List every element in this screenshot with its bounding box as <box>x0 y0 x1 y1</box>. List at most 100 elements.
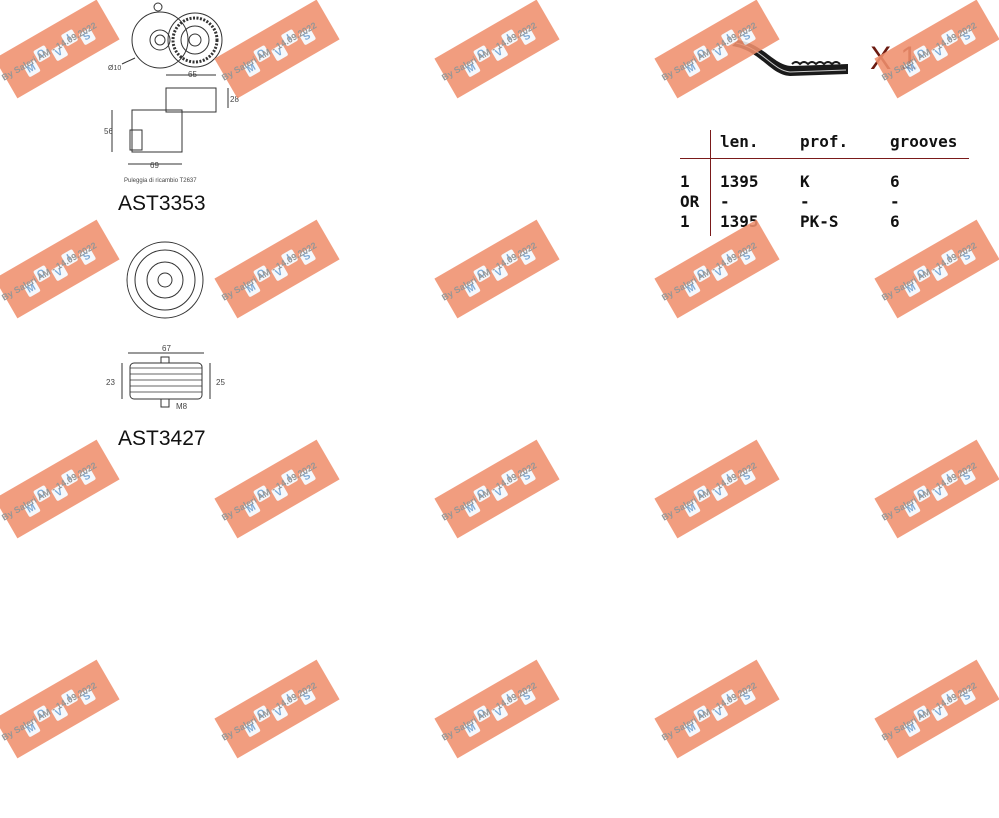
watermark-letter: M <box>462 719 481 738</box>
tensioner-drawing: Ø10 65 28 56 69 Puleggia di ricambio T26… <box>104 2 239 184</box>
watermark-letter: I <box>279 688 298 707</box>
dim-label: Ø10 <box>108 65 121 72</box>
watermark-letter: V <box>710 483 728 502</box>
cell-len: 1395 <box>720 212 759 231</box>
dim-label: 65 <box>188 70 197 79</box>
ribbed-belt-icon <box>732 40 848 76</box>
watermark-letter: M <box>902 499 921 518</box>
watermark-letter: M <box>242 499 261 518</box>
cell-grooves: 6 <box>890 172 900 191</box>
watermark-letter: O <box>32 704 51 723</box>
watermark-letter: M <box>682 719 701 738</box>
watermark-letter: V <box>930 263 948 282</box>
watermark-letter: O <box>252 704 271 723</box>
watermark-letter: S <box>77 27 96 46</box>
watermark-letter: I <box>939 28 958 47</box>
dim-label: 67 <box>162 344 171 353</box>
header-len: len. <box>720 132 759 151</box>
watermark-letter: O <box>472 44 491 63</box>
watermark-letter: V <box>270 483 288 502</box>
watermark-letter: M <box>22 59 41 78</box>
watermark-letter: V <box>710 43 728 62</box>
watermark-letter: S <box>517 687 536 706</box>
watermark-letter: V <box>490 483 508 502</box>
watermark-letter: M <box>22 499 41 518</box>
header-prof: prof. <box>800 132 849 151</box>
watermark-letter: O <box>912 704 931 723</box>
watermark-letter: M <box>242 279 261 298</box>
watermark-letter: S <box>77 467 96 486</box>
watermark-letter: I <box>59 28 78 47</box>
watermark-letter: S <box>957 27 976 46</box>
watermark-letter: S <box>737 687 756 706</box>
dim-label: M8 <box>176 402 188 411</box>
watermark-text: By Saleri AM - 14.09.2022 <box>440 20 539 83</box>
pulley-drawing: 67 23 25 M8 <box>106 241 225 411</box>
watermark-letter: V <box>930 703 948 722</box>
watermark-text: By Saleri AM - 14.09.2022 <box>440 460 539 523</box>
watermark-letter: V <box>50 263 68 282</box>
watermark-letter: O <box>472 484 491 503</box>
watermark-letter: V <box>270 263 288 282</box>
cell-prof: PK-S <box>800 212 839 231</box>
cell-prof: K <box>800 172 810 191</box>
watermark-letter: I <box>939 468 958 487</box>
watermark-letter: S <box>517 27 536 46</box>
dim-label: 56 <box>104 127 113 136</box>
watermark-letter: I <box>719 468 738 487</box>
watermark-letter: O <box>692 264 711 283</box>
watermark-letter: S <box>297 27 316 46</box>
watermark-letter: S <box>737 247 756 266</box>
watermark-letter: I <box>499 688 518 707</box>
watermark-letter: I <box>939 688 958 707</box>
watermark-letter: V <box>490 43 508 62</box>
watermark-letter: V <box>930 43 948 62</box>
watermark-text: By Saleri AM - 14.09.2022 <box>220 680 319 743</box>
part-code: AST3427 <box>118 427 206 450</box>
watermark-letter: V <box>710 703 728 722</box>
watermark-text: By Saleri AM - 14.09.2022 <box>440 240 539 303</box>
watermark-text: By Saleri AM - 14.09.2022 <box>880 240 979 303</box>
watermark-letter: S <box>77 687 96 706</box>
cell-grooves: - <box>890 192 900 211</box>
watermark-letter: S <box>517 467 536 486</box>
watermark-letter: V <box>490 263 508 282</box>
watermark-letter: V <box>50 703 68 722</box>
watermark-letter: I <box>719 688 738 707</box>
cell-len: 1395 <box>720 172 759 191</box>
watermark-letter: S <box>737 467 756 486</box>
watermark-letter: I <box>59 688 78 707</box>
watermark-text: By Saleri AM - 14.09.2022 <box>0 680 99 743</box>
watermark-text: By Saleri AM - 14.09.2022 <box>440 680 539 743</box>
watermark-letter: I <box>499 468 518 487</box>
watermark-letter: O <box>32 264 51 283</box>
cell-qty: 1 <box>680 212 690 231</box>
watermark-letter: O <box>912 484 931 503</box>
watermark-letter: O <box>252 484 271 503</box>
watermark-letter: S <box>77 247 96 266</box>
watermark-letter: M <box>682 59 701 78</box>
watermark-letter: V <box>490 703 508 722</box>
table-divider-vertical <box>710 130 711 236</box>
watermark-text: By Saleri AM - 14.09.2022 <box>880 460 979 523</box>
watermark-letter: I <box>279 248 298 267</box>
watermark-text: By Saleri AM - 14.09.2022 <box>0 20 99 83</box>
dim-label: 23 <box>106 378 115 387</box>
watermark-letter: O <box>472 704 491 723</box>
dim-label: 69 <box>150 161 159 170</box>
